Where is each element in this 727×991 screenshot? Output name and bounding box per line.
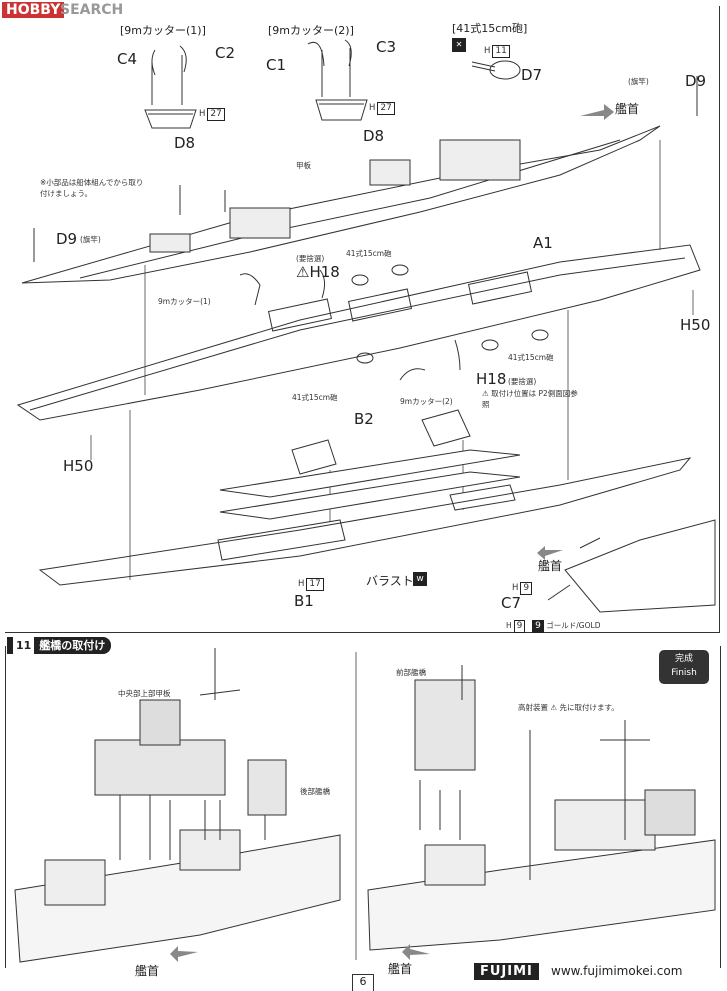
turret-d7 — [471, 60, 521, 80]
mid-upper-deck-label: 中央部上部甲板 — [118, 689, 171, 698]
cutter1-title: [9mカッター(1)] — [120, 24, 206, 37]
label-c1: C1 — [266, 56, 287, 74]
label-h18-bottom: H18 — [476, 370, 507, 388]
page-number: 6 — [352, 974, 374, 991]
gun-41-right-label: 41式15cm砲 — [508, 353, 554, 362]
step-title: 艦橋の取付け — [39, 639, 106, 652]
fore-bridge-label: 前部艦橋 — [396, 668, 426, 677]
cutter2-title: [9mカッター(2)] — [268, 24, 354, 37]
cutter-boat-2 — [307, 39, 368, 121]
flag-pole-top-label: (旗竿) — [628, 77, 649, 86]
attach-note: ⚠ 取付け位置は P2側面図参照 — [482, 389, 578, 409]
h18-bottom-note: (要捨選) — [508, 377, 537, 386]
bow-arrow-left — [170, 946, 198, 962]
a1-parts — [239, 264, 549, 381]
label-b2: B2 — [354, 410, 374, 428]
label-c4: C4 — [117, 50, 138, 68]
gun-41-bottom-label: 41式15cm砲 — [292, 393, 338, 402]
upper-ship — [21, 76, 698, 284]
bow-label-left: 艦首 — [135, 964, 160, 978]
bow-arrow-mid — [537, 546, 563, 560]
gun-41-top-label: 41式15cm砲 — [346, 249, 392, 258]
step11-right-drawing — [367, 665, 716, 951]
label-d9-top: D9 — [685, 72, 707, 90]
weight-icon: w — [413, 572, 427, 586]
label-h50-left: H50 — [63, 457, 94, 475]
label-b1: B1 — [294, 592, 314, 610]
step11-panel — [5, 646, 721, 968]
cutter-boat-1 — [144, 45, 197, 129]
label-d8-2: D8 — [363, 127, 385, 145]
label-h18-top: ⚠H18 — [296, 263, 340, 281]
step11-header: 11 艦橋の取付け — [7, 637, 112, 654]
small-parts-note: ※小部品は船体組んでから取り付けましょう。 — [40, 178, 144, 198]
label-d7: D7 — [521, 66, 543, 84]
bow-arrow-top — [580, 104, 614, 120]
label-h50-right: H50 — [680, 316, 711, 334]
rangefinder-label: 高射装置 ⚠ 先に取付けます。 — [518, 703, 619, 712]
website-link[interactable]: www.fujimimokei.com — [551, 964, 683, 978]
ballast-b2 — [217, 409, 521, 561]
cutter2-mid-label: 9mカッター(2) — [400, 397, 453, 406]
brand-logo: FUJIMI — [474, 963, 539, 980]
label-c3: C3 — [376, 38, 397, 56]
top-panel — [5, 6, 720, 633]
ballast-label: バラスト — [366, 574, 414, 588]
label-c7: C7 — [501, 594, 522, 612]
rear-bridge-label: 後部艦橋 — [300, 787, 330, 796]
step-number: 11 — [13, 637, 35, 654]
bow-label-right: 艦首 — [388, 962, 413, 976]
step11-left-drawing — [14, 648, 341, 963]
bow-label-top: 艦首 — [615, 102, 640, 116]
deck-label: 甲板 — [296, 161, 311, 170]
h18-top-note: (要捨選) — [296, 254, 325, 263]
cement-icon: ✕ — [452, 38, 466, 52]
label-d8-1: D8 — [174, 134, 196, 152]
label-a1: A1 — [533, 234, 553, 252]
deck-a1 — [16, 244, 701, 421]
watermark-search: SEARCH — [60, 2, 124, 18]
bow-inset — [547, 519, 716, 613]
bow-label-mid: 艦首 — [538, 559, 563, 573]
cutter1-mid-label: 9mカッター(1) — [158, 297, 211, 306]
watermark-hobby: HOBBY — [2, 2, 65, 18]
hull-b1 — [38, 457, 692, 586]
bow-arrow-right — [402, 944, 430, 960]
label-d9-left: D9 — [56, 230, 78, 248]
gun-title: [41式15cm砲] — [452, 22, 528, 35]
flag-pole-left-label: (旗竿) — [80, 235, 101, 244]
label-c2: C2 — [215, 44, 236, 62]
